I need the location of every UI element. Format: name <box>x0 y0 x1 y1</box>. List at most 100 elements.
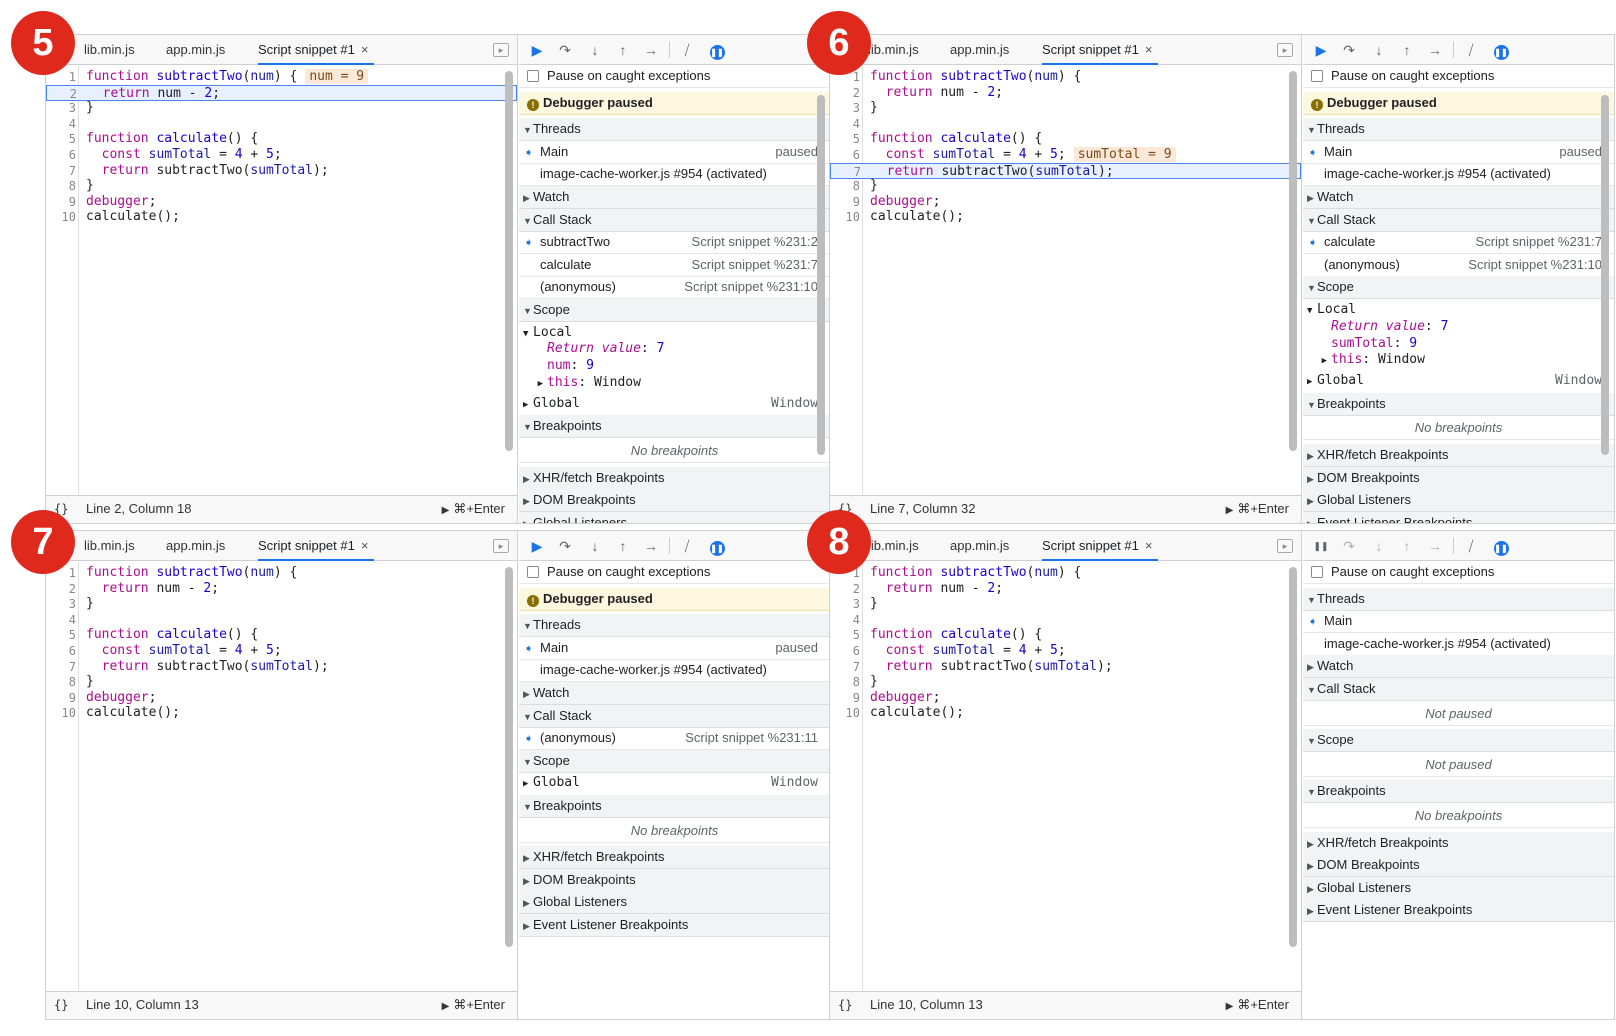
dom-breakpoints-section[interactable]: ▶DOM Breakpoints <box>519 868 830 892</box>
pause-on-caught-exceptions[interactable]: Pause on caught exceptions <box>519 561 830 584</box>
breakpoints-section[interactable]: ▼Breakpoints <box>1303 780 1614 804</box>
toggle-navigator-icon[interactable]: ▸ <box>1277 43 1293 57</box>
global-listeners-section[interactable]: ▶Global Listeners <box>1303 489 1614 513</box>
line-number[interactable]: 3 <box>852 597 860 612</box>
line-number[interactable]: 5 <box>68 132 76 147</box>
code-line[interactable]: 6 const sumTotal = 4 + 5; <box>46 147 517 163</box>
event-listener-breakpoints-section[interactable]: ▶Event Listener Breakpoints <box>1303 511 1614 523</box>
call-stack-section[interactable]: ▼Call Stack <box>519 208 830 232</box>
toggle-navigator-icon[interactable]: ▸ <box>493 43 509 57</box>
thread-worker[interactable]: image-cache-worker.js #954 (activated) <box>519 659 830 683</box>
code-line[interactable]: 3} <box>830 100 1301 116</box>
code-line[interactable]: 7 return subtractTwo(sumTotal); <box>46 659 517 675</box>
tab-lib-min-js[interactable]: lib.min.js <box>84 531 135 561</box>
run-snippet-button[interactable]: ▶⌘+Enter <box>1226 992 1289 1020</box>
call-stack-section[interactable]: ▼Call Stack <box>1303 678 1614 701</box>
tab-app-min-js[interactable]: app.min.js <box>950 35 1009 65</box>
scope-section[interactable]: ▼Scope <box>519 299 830 322</box>
pause-on-exceptions-icon[interactable]: ❚❚ <box>1491 537 1511 556</box>
step-out-icon[interactable]: ↑ <box>619 538 627 554</box>
line-number[interactable]: 9 <box>68 194 76 209</box>
tab-lib-min-js[interactable]: lib.min.js <box>868 35 919 65</box>
scope-local[interactable]: ▼Local <box>519 322 830 345</box>
breakpoints-section[interactable]: ▼Breakpoints <box>519 415 830 439</box>
event-listener-breakpoints-section[interactable]: ▶Event Listener Breakpoints <box>519 914 830 937</box>
step-out-icon[interactable]: ↑ <box>619 42 627 58</box>
tab-app-min-js[interactable]: app.min.js <box>950 531 1009 561</box>
thread-worker[interactable]: image-cache-worker.js #954 (activated) <box>1303 633 1614 656</box>
close-icon[interactable]: × <box>360 42 369 57</box>
dom-breakpoints-section[interactable]: ▶DOM Breakpoints <box>1303 466 1614 490</box>
scope-local[interactable]: ▼Local <box>1303 299 1614 322</box>
line-number[interactable]: 8 <box>68 675 76 690</box>
code-line[interactable]: 7 return subtractTwo(sumTotal); <box>46 163 517 179</box>
xhr-breakpoints-section[interactable]: ▶XHR/fetch Breakpoints <box>519 466 830 490</box>
close-icon[interactable]: × <box>1144 42 1153 57</box>
sidebar-scrollbar[interactable] <box>817 95 825 455</box>
code-line[interactable]: 4 <box>830 612 1301 628</box>
step-into-icon[interactable]: ↓ <box>591 538 599 554</box>
pretty-print-icon[interactable]: {} <box>54 502 69 516</box>
pause-on-exceptions-icon[interactable]: ❚❚ <box>707 537 727 556</box>
dom-breakpoints-section[interactable]: ▶DOM Breakpoints <box>519 489 830 513</box>
event-listener-breakpoints-section[interactable]: ▶Event Listener Breakpoints <box>1303 899 1614 923</box>
code-line[interactable]: 8} <box>830 178 1301 194</box>
code-line[interactable]: 4 <box>46 612 517 628</box>
pause-on-exceptions-icon[interactable]: ❚❚ <box>707 41 727 60</box>
close-icon[interactable]: × <box>360 538 369 553</box>
line-number[interactable]: 1 <box>852 70 860 84</box>
line-number[interactable]: 1 <box>68 70 76 84</box>
line-number[interactable]: 9 <box>68 690 76 705</box>
line-number[interactable]: 6 <box>68 644 76 658</box>
threads-section[interactable]: ▼Threads <box>1303 118 1614 142</box>
code-line[interactable]: 7 return subtractTwo(sumTotal); <box>830 659 1301 675</box>
threads-section[interactable]: ▼Threads <box>519 118 830 142</box>
scope-this[interactable]: ▶this: Window <box>1303 349 1614 372</box>
line-number[interactable]: 5 <box>852 628 860 643</box>
step-into-icon[interactable]: ↓ <box>1375 538 1383 554</box>
resume-icon[interactable]: ▶ <box>1315 42 1327 58</box>
call-frame[interactable]: (anonymous)Script snippet %231:10 <box>1303 254 1614 277</box>
run-snippet-button[interactable]: ▶⌘+Enter <box>442 496 505 524</box>
step-out-icon[interactable]: ↑ <box>1403 538 1411 554</box>
pause-on-caught-exceptions[interactable]: Pause on caught exceptions <box>519 65 830 88</box>
code-line[interactable]: 2 return num - 2; <box>46 84 517 101</box>
threads-section[interactable]: ▼Threads <box>519 614 830 638</box>
scope-section[interactable]: ▼Scope <box>1303 729 1614 753</box>
line-number[interactable]: 4 <box>68 116 76 131</box>
global-listeners-section[interactable]: ▶Global Listeners <box>519 511 830 523</box>
line-number[interactable]: 2 <box>68 581 76 596</box>
breakpoints-section[interactable]: ▼Breakpoints <box>1303 392 1614 416</box>
line-number[interactable]: 5 <box>852 132 860 147</box>
scope-section[interactable]: ▼Scope <box>1303 276 1614 300</box>
deactivate-breakpoints-icon[interactable]: ⧸ <box>684 538 690 554</box>
code-line[interactable]: 6 const sumTotal = 4 + 5; <box>46 643 517 659</box>
pause-on-caught-exceptions[interactable]: Pause on caught exceptions <box>1303 65 1614 88</box>
pause-on-exceptions-icon[interactable]: ❚❚ <box>1491 41 1511 60</box>
line-number[interactable]: 4 <box>68 612 76 627</box>
checkbox[interactable] <box>1311 70 1323 82</box>
close-icon[interactable]: × <box>1144 538 1153 553</box>
line-number[interactable]: 4 <box>852 612 860 627</box>
dom-breakpoints-section[interactable]: ▶DOM Breakpoints <box>1303 854 1614 878</box>
code-line[interactable]: 4 <box>46 116 517 132</box>
step-over-icon[interactable]: ↷ <box>559 538 571 554</box>
code-line[interactable]: 2 return num - 2; <box>46 581 517 597</box>
line-number[interactable]: 1 <box>852 566 860 580</box>
code-line[interactable]: 2 return num - 2; <box>830 581 1301 597</box>
